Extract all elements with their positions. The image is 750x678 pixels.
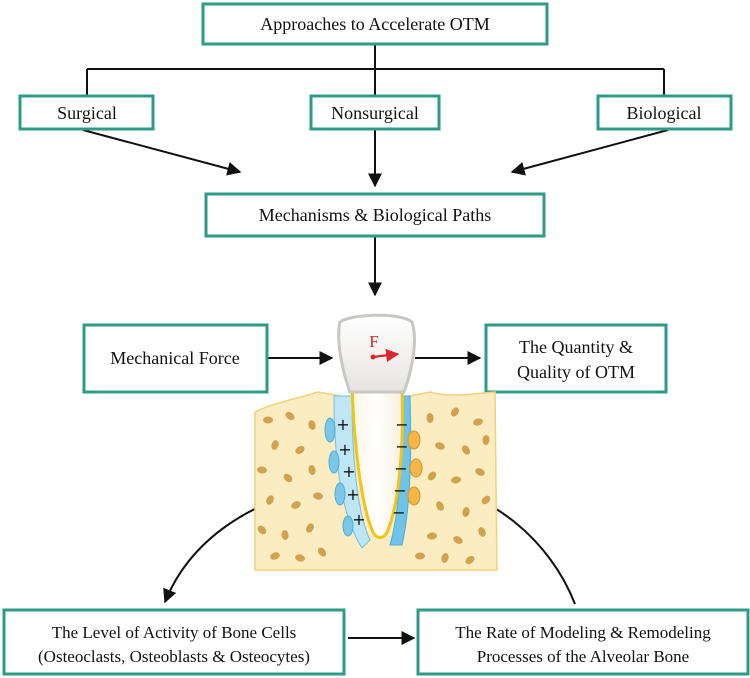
tooth-crown [337, 313, 416, 394]
mechanisms-box-text: Mechanisms & Biological Paths [259, 205, 491, 225]
bone-cell [308, 420, 316, 430]
bone-cell [450, 407, 460, 417]
force-box-text: Mechanical Force [110, 348, 239, 368]
bone-cells [257, 407, 491, 565]
bone-cell [285, 411, 295, 421]
bone-cell [482, 435, 490, 445]
tension-signs: − − − − − [392, 415, 408, 522]
nonsurgical-box: Nonsurgical [309, 94, 441, 131]
tooth-root [350, 384, 404, 539]
biological-box: Biological [596, 94, 733, 131]
bone-cell [478, 527, 486, 537]
bone-cell [295, 554, 305, 562]
activity-box-line1: The Level of Activity of Bone Cells [52, 623, 297, 642]
bone-cell [481, 495, 491, 505]
bone-cell [257, 466, 267, 474]
bone-cell [427, 471, 437, 481]
plus-sign: + [336, 415, 349, 434]
outcome-box-line1: The Quantity & [519, 337, 633, 357]
bone-cell [462, 507, 470, 517]
bone-cell [281, 530, 289, 540]
biological-box-text: Biological [627, 103, 702, 123]
bone-cell [270, 552, 280, 560]
biological-to-mechanisms-arrow [510, 129, 669, 176]
osteoblast-cells [407, 430, 423, 506]
tooth-illustration: F + + + + + − − − − − [254, 313, 498, 571]
bone-cell [308, 465, 316, 475]
mechanisms-box: Mechanisms & Biological Paths [204, 192, 546, 238]
bone-cell [465, 555, 475, 565]
plus-sign: + [352, 510, 365, 529]
bone-cell [266, 495, 274, 505]
minus-sign: − [394, 459, 407, 478]
minus-sign: − [395, 437, 408, 456]
activity-box-line2: (Osteoclasts, Osteoblasts & Osteocytes) [38, 647, 310, 666]
bone-cell [271, 440, 279, 450]
bone-cell [313, 492, 323, 500]
outcome-box-line2: Quality of OTM [517, 362, 635, 382]
minus-sign: − [392, 503, 405, 522]
outcome-box: The Quantity & Quality of OTM [484, 323, 668, 394]
compression-signs: + + + + + [336, 415, 365, 529]
bone-cell [451, 476, 461, 484]
bone-cell [263, 416, 273, 424]
bone-cell [473, 418, 483, 426]
title-box-text: Approaches to Accelerate OTM [260, 14, 489, 34]
plus-sign: + [346, 485, 359, 504]
surgical-box: Surgical [18, 94, 155, 131]
title-box: Approaches to Accelerate OTM [201, 2, 549, 46]
remodeling-box: The Rate of Modeling & Remodeling Proces… [416, 608, 750, 676]
surgical-to-mechanisms-arrow [82, 129, 242, 176]
plus-sign: + [342, 462, 355, 481]
activity-box: The Level of Activity of Bone Cells (Ost… [2, 608, 346, 676]
minus-sign: − [393, 481, 406, 500]
bone-cell [291, 501, 301, 509]
force-vector-arrow [372, 348, 400, 362]
bone-cell [426, 413, 434, 423]
bone-cell [317, 547, 327, 557]
bone-cell [306, 523, 314, 533]
nonsurgical-box-text: Nonsurgical [331, 103, 419, 123]
bone-cell [475, 468, 485, 476]
bone-cell [453, 536, 463, 544]
bone-cell [436, 501, 444, 511]
osteoclast-cells [324, 417, 354, 537]
bone-cell [461, 445, 471, 455]
bone-cell [257, 525, 267, 535]
bone-cell [427, 532, 437, 540]
surgical-box-text: Surgical [57, 103, 117, 123]
minus-sign: − [395, 415, 408, 434]
force-box: Mechanical Force [82, 323, 269, 394]
remodeling-box-line2: Processes of the Alveolar Bone [477, 647, 689, 666]
bone-cell [283, 473, 293, 483]
bone-cell [415, 552, 425, 560]
remodeling-box-line1: The Rate of Modeling & Remodeling [455, 623, 711, 642]
bone-cell [295, 446, 305, 454]
plus-sign: + [338, 440, 351, 459]
force-label: F [369, 332, 378, 351]
bone-cell [435, 442, 445, 450]
bone-cell [441, 553, 449, 563]
